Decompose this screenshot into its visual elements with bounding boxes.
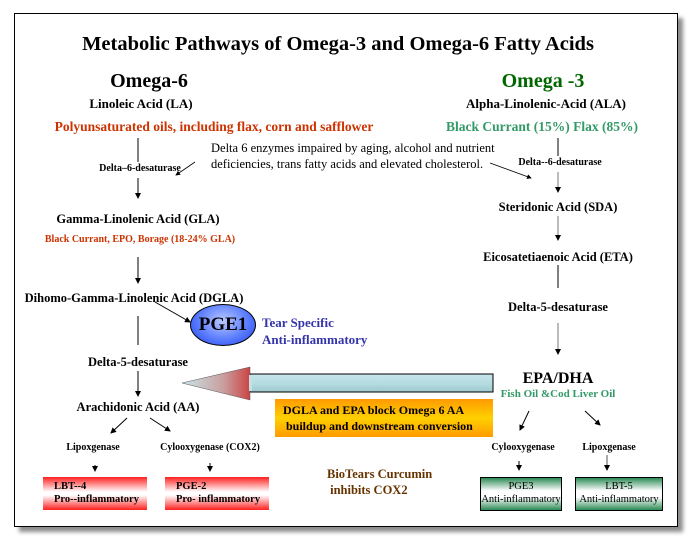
page-title: Metabolic Pathways of Omega-3 and Omega-… <box>82 33 594 55</box>
lbt4-name: LBT--4 <box>54 481 87 492</box>
delta6-note-line2: deficiencies, trans fatty acids and elev… <box>211 157 484 171</box>
pge3-name: PGE3 <box>508 481 534 492</box>
omega6-delta5-enzyme: Delta-5-desaturase <box>88 355 188 369</box>
omega3-heading: Omega -3 <box>501 70 585 92</box>
omega3-lipoxygenase: Lipoxgenase <box>582 442 636 453</box>
omega6-sources: Polyunsaturated oils, including flax, co… <box>54 119 374 134</box>
block-note-box: DGLA and EPA block Omega 6 AA buildup an… <box>275 399 493 437</box>
connector-note-omega3 <box>489 162 532 179</box>
pge2-name: PGE-2 <box>176 481 207 492</box>
block-note-line1: DGLA and EPA block Omega 6 AA <box>283 403 465 417</box>
pge2-box: PGE-2 Pro- inflammatory <box>165 477 269 510</box>
connector-epa-lipox <box>584 410 601 426</box>
omega3-delta6-enzyme: Delta--6-desaturase <box>518 157 602 168</box>
lbt4-effect: Pro--inflammatory <box>54 494 139 505</box>
omega6-dgla: Dihomo-Gamma-Linolenic Acid (DGLA) <box>24 291 244 305</box>
omega6-lipoxygenase: Lipoxgenase <box>66 442 120 453</box>
omega6-precursor: Linoleic Acid (LA) <box>89 96 193 111</box>
lbt4-box: LBT--4 Pro--inflammatory <box>43 477 147 510</box>
pge2-effect: Pro- inflammatory <box>176 494 261 505</box>
pge1-note: Tear Specific Anti-inflammatory <box>262 314 367 348</box>
connector-aa-cox2 <box>149 417 171 432</box>
omega6-delta6-enzyme: Delta–6-desaturase <box>99 163 181 174</box>
delta6-note-line1: Delta 6 enzymes impaired by aging, alcoh… <box>211 141 495 155</box>
biotears-line2: inhibits COX2 <box>327 483 408 497</box>
pge1-label: PGE1 <box>198 314 248 335</box>
omega3-sda: Steridonic Acid (SDA) <box>498 200 618 214</box>
omega6-gla: Gamma-Linolenic Acid (GLA) <box>56 212 220 226</box>
omega3-cyclooxygenase: Cylooxygenase <box>491 442 555 453</box>
lbt5-box: LBT-5 Anti-inflammatory <box>575 477 663 511</box>
pge1-note-line1: Tear Specific <box>262 315 334 330</box>
lbt5-effect: Anti-inflammatory <box>579 494 659 505</box>
delta6-impairment-note: Delta 6 enzymes impaired by aging, alcoh… <box>211 140 495 172</box>
omega3-precursor: Alpha-Linolenic-Acid (ALA) <box>466 96 626 111</box>
omega6-gla-sources: Black Currant, EPO, Borage (18-24% GLA) <box>44 234 236 245</box>
biotears-line1: BioTears Curcumin <box>327 467 433 481</box>
omega3-eta: Eicosatetiaenoic Acid (ETA) <box>483 250 633 264</box>
block-note-line2: buildup and downstream conversion <box>283 419 473 433</box>
omega3-epa-sources: Fish Oil &Cod Liver Oil <box>500 388 616 400</box>
pge1-ellipse: PGE1 <box>190 304 256 346</box>
omega3-delta5-enzyme: Delta-5-desaturase <box>508 300 608 314</box>
pge3-box: PGE3 Anti-inflammatory <box>480 477 562 511</box>
diagram-frame <box>14 13 678 527</box>
connector-aa-lipox <box>110 417 128 434</box>
connector-dgla-pge1 <box>154 301 191 323</box>
omega3-sources: Black Currant (15%) Flax (85%) <box>446 119 638 134</box>
connector-note-omega6 <box>175 161 196 176</box>
omega6-aa: Arachidonic Acid (AA) <box>76 400 200 414</box>
pge1-note-line2: Anti-inflammatory <box>262 332 368 347</box>
block-arrow <box>181 366 494 401</box>
omega6-heading: Omega-6 <box>110 70 188 92</box>
omega3-epa-dha: EPA/DHA <box>522 370 594 387</box>
lbt5-name: LBT-5 <box>605 481 633 492</box>
omega6-cyclooxygenase: Cylooxygenase (COX2) <box>160 442 260 453</box>
pge3-effect: Anti-inflammatory <box>481 494 561 505</box>
biotears-note: BioTears Curcumin inhibits COX2 <box>327 466 432 498</box>
connector-epa-cox <box>519 410 530 431</box>
